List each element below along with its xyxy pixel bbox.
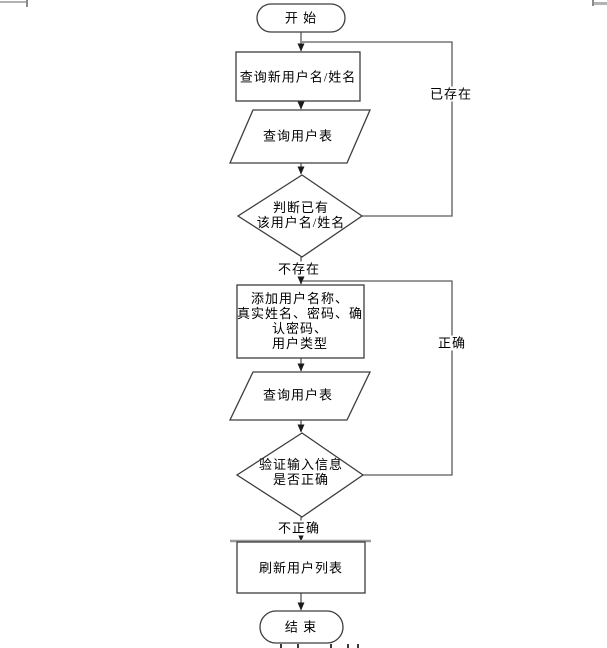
end-node-label: 结 束 — [284, 619, 318, 635]
bottom-crop-artifact — [330, 644, 332, 648]
edge-label-not-exists: 不存在 — [276, 261, 322, 277]
add-user-info-label: 添加用户名称、 真实姓名、密码、确 认密码、 用户类型 — [236, 291, 364, 351]
bottom-crop-artifact — [280, 644, 282, 648]
connector-exists-loop — [302, 41, 453, 217]
bottom-crop-artifact — [297, 644, 299, 648]
start-node — [256, 3, 346, 33]
query-user-table-2-node — [228, 371, 372, 421]
query-new-user-node — [235, 51, 361, 102]
top-left-edge-artifact — [0, 1, 27, 3]
check-exists-decision-label: 判断已有 该用户名/姓名 — [256, 200, 346, 230]
refresh-user-list-node — [236, 541, 366, 594]
query-user-table-2-label: 查询用户表 — [262, 387, 334, 403]
top-left-tick-artifact — [26, 0, 28, 7]
check-exists-decision-node — [236, 174, 364, 258]
query-new-user-label: 查询新用户名/姓名 — [239, 69, 357, 85]
edge-label-correct: 正确 — [436, 335, 468, 351]
query-user-table-1-node — [229, 109, 371, 164]
connector-correct-loop — [302, 280, 453, 476]
verify-input-decision-node — [235, 432, 365, 518]
query-user-table-1-label: 查询用户表 — [262, 128, 334, 144]
bottom-crop-artifact — [347, 644, 349, 648]
add-user-info-node — [236, 284, 365, 359]
refresh-user-list-label: 刷新用户列表 — [258, 560, 344, 576]
top-right-edge-artifact — [593, 2, 607, 5]
end-node — [259, 610, 344, 644]
verify-input-decision-label: 验证输入信息 是否正确 — [258, 457, 344, 487]
top-right-tick-artifact — [592, 0, 594, 6]
edge-label-incorrect: 不正确 — [276, 520, 322, 536]
edge-label-exists: 已存在 — [428, 86, 474, 102]
start-node-label: 开 始 — [284, 10, 318, 26]
bottom-crop-artifact — [357, 644, 359, 648]
